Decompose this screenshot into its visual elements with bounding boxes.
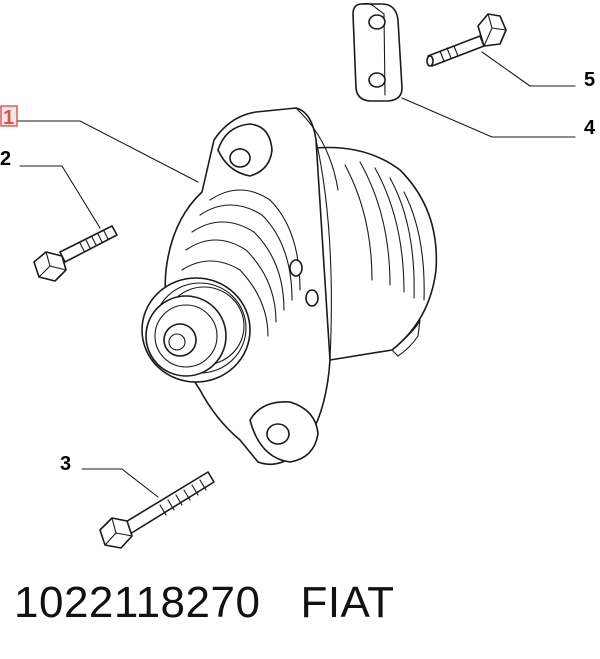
- bolt-part-3[interactable]: [99, 471, 215, 549]
- callout-1-highlight-box: [0, 105, 18, 127]
- part-number: 1022118270: [14, 578, 261, 627]
- alternator-part-1[interactable]: [141, 107, 438, 466]
- callout-4-label: 4: [584, 117, 596, 139]
- leader-line-5: [481, 51, 576, 87]
- bolt-part-2[interactable]: [33, 225, 118, 282]
- leader-line-2: [19, 165, 101, 229]
- leader-line-3: [81, 468, 159, 498]
- brand-name: FIAT: [300, 578, 395, 627]
- part-caption: 1022118270 FIAT: [14, 578, 395, 628]
- callout-1[interactable]: 1: [0, 105, 18, 129]
- bracket-part-4[interactable]: [352, 2, 403, 102]
- leader-line-4: [401, 97, 576, 138]
- leader-line-1: [17, 120, 199, 183]
- callout-2-label: 2: [0, 148, 11, 170]
- callout-1-label: 1: [3, 107, 14, 129]
- callout-5-label: 5: [584, 69, 595, 91]
- callout-3-label: 3: [60, 453, 71, 475]
- parts-diagram: 1 2 3 4 5: [0, 2, 596, 549]
- bolt-part-5[interactable]: [426, 13, 507, 67]
